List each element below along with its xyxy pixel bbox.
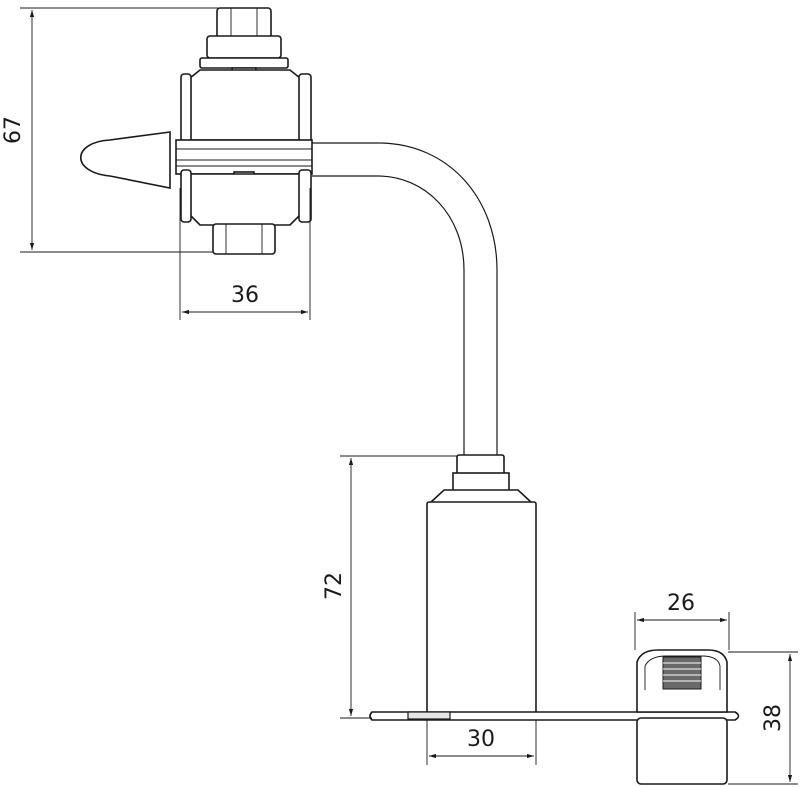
end-cap [80,131,171,189]
dimension-label-67: 67 [1,116,26,144]
piercing-connector [80,7,313,255]
dimension-label-30: 30 [467,727,495,752]
dimension-26: 26 [634,591,730,650]
cable [312,142,498,455]
connector-lower-body [189,173,301,226]
dimension-72: 72 [322,455,458,719]
connector-upper-body [189,69,301,141]
cap-thread [662,656,702,690]
bolt-neck [206,35,282,59]
dimension-38: 38 [728,651,798,785]
end-terminal-cap [636,649,728,785]
dimension-label-36: 36 [231,283,259,308]
bolt-head [216,7,272,39]
dimension-label-72: 72 [322,572,347,600]
fuse-housing [426,454,537,717]
dimension-67: 67 [1,7,218,253]
dimension-30: 30 [426,720,537,765]
clamp-channel [175,139,313,175]
housing-body [426,501,537,717]
housing-neck [456,454,505,476]
bottom-nut [212,223,276,255]
dimension-36: 36 [179,188,311,320]
bolt-washer [199,57,289,69]
dimension-label-38: 38 [761,704,786,732]
dimension-label-26: 26 [667,591,695,616]
